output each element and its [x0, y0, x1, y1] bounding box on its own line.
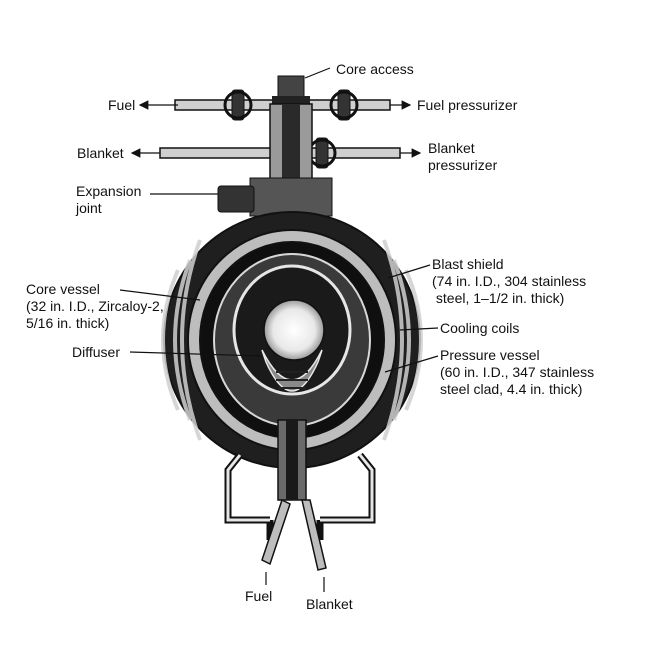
label-blanket-bottom: Blanket	[306, 596, 353, 612]
leader-lines	[119, 67, 439, 592]
label-pressure-vessel: Pressure vessel (60 in. I.D., 347 stainl…	[440, 347, 595, 397]
label-fuel-top: Fuel	[108, 97, 136, 113]
label-fuel-bottom: Fuel	[245, 588, 273, 604]
cooling-coils	[161, 239, 423, 441]
label-blanket-pressurizer: Blanket pressurizer	[428, 140, 498, 173]
core-access-fitting	[272, 75, 310, 104]
bottom-piping-inner	[226, 454, 374, 522]
label-core-vessel: Core vessel (32 in. I.D., Zircaloy-2, 5/…	[26, 281, 164, 331]
label-blast-shield: Blast shield (74 in. I.D., 304 stainless…	[432, 256, 587, 306]
bottom-legs	[261, 498, 327, 571]
label-expansion-joint: Expansion joint	[76, 183, 142, 216]
label-blanket-left: Blanket	[77, 145, 124, 161]
label-core-access: Core access	[336, 61, 414, 77]
label-cooling-coils: Cooling coils	[440, 320, 520, 336]
core-vessel	[232, 264, 352, 396]
label-diffuser: Diffuser	[72, 344, 120, 360]
label-fuel-pressurizer: Fuel pressurizer	[417, 97, 518, 113]
lower-neck	[277, 419, 307, 501]
